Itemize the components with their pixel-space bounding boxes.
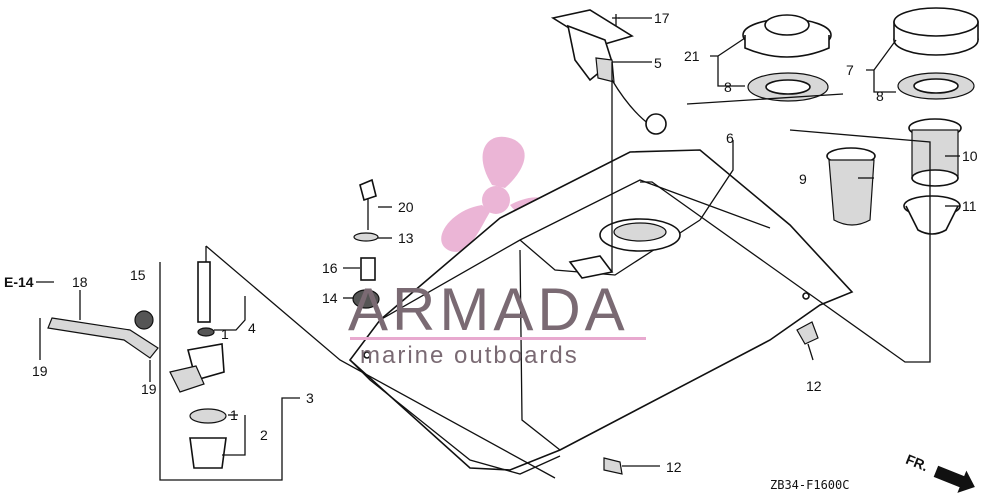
callout-4: 4 xyxy=(248,320,256,336)
callout-5: 5 xyxy=(654,55,662,71)
callout-12b: 12 xyxy=(666,459,682,475)
filler-cap-group-7 xyxy=(893,7,979,100)
fuel-gauge-unit xyxy=(550,9,667,135)
callout-20: 20 xyxy=(398,199,414,215)
callout-17: 17 xyxy=(654,10,670,26)
watermark-underline xyxy=(350,337,646,340)
callout-6: 6 xyxy=(726,130,734,146)
callout-10: 10 xyxy=(962,148,978,164)
front-arrow-icon xyxy=(933,465,975,493)
callout-16: 16 xyxy=(322,260,338,276)
mount-rubber-12 xyxy=(603,321,819,475)
front-direction-marker: FR. xyxy=(904,451,975,493)
callout-8b: 8 xyxy=(876,88,884,104)
watermark-tagline: marine outboards xyxy=(360,342,579,369)
filler-cap-group-21 xyxy=(742,14,832,102)
divider-line-top xyxy=(686,93,844,105)
bolt-stack-20 xyxy=(352,178,380,309)
reference-e14: E-14 xyxy=(4,274,34,290)
callout-7: 7 xyxy=(846,62,854,78)
callout-19b: 19 xyxy=(141,381,157,397)
callout-9: 9 xyxy=(799,171,807,187)
leader-lines xyxy=(36,17,960,481)
callout-14: 14 xyxy=(322,290,338,306)
callout-11: 11 xyxy=(962,198,977,214)
callout-labels: 17 5 21 8 7 8 6 10 9 11 20 13 16 14 12 1… xyxy=(4,10,978,475)
callout-3: 3 xyxy=(306,390,314,406)
callout-15: 15 xyxy=(130,267,146,283)
callout-13: 13 xyxy=(398,230,414,246)
strainer-9 xyxy=(826,147,876,226)
callout-8a: 8 xyxy=(724,79,732,95)
callout-12a: 12 xyxy=(806,378,822,394)
fuel-tube-18 xyxy=(47,310,159,359)
watermark-propeller-logo xyxy=(441,136,556,252)
diagram-code: ZB34-F1600C xyxy=(770,478,849,492)
callout-21: 21 xyxy=(684,48,700,64)
callout-18: 18 xyxy=(72,274,88,290)
strainer-10 xyxy=(908,118,962,187)
callout-19a: 19 xyxy=(32,363,48,379)
callout-1a: 1 xyxy=(221,326,229,342)
watermark-brand: ARMADA xyxy=(348,276,629,343)
callout-2: 2 xyxy=(260,427,268,443)
fuel-tank xyxy=(348,149,854,475)
strainer-holder-11 xyxy=(903,195,961,235)
fuel-cock-assembly xyxy=(169,261,227,469)
callout-1b: 1 xyxy=(230,407,238,423)
front-label: FR. xyxy=(904,451,931,474)
